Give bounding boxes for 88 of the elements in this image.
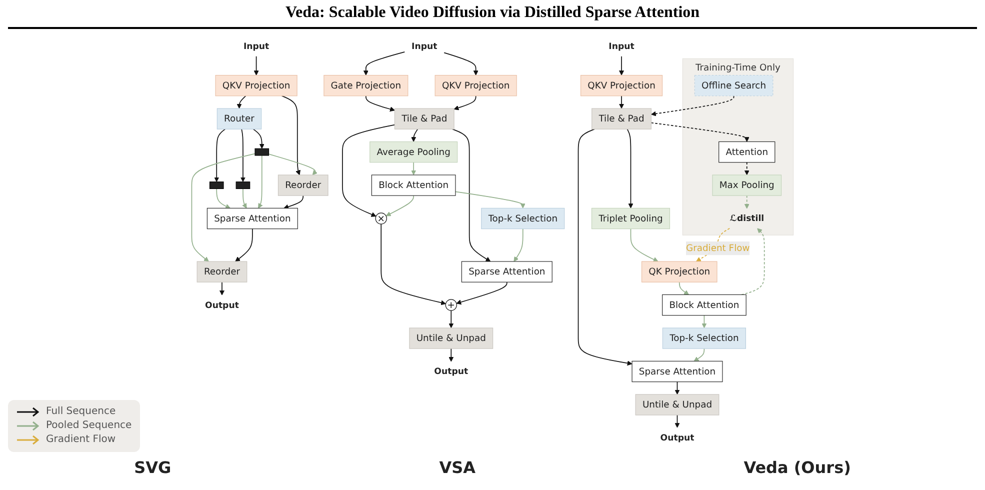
node-box: Sparse Attention: [206, 208, 298, 230]
node-box: [236, 182, 250, 189]
diagram-title: Veda: Scalable Video Diffusion via Distilled Sparse Attention: [284, 4, 701, 22]
node-box: Gate Projection: [324, 74, 408, 96]
panel-title: SVG: [134, 458, 172, 477]
node-box: Reorder: [278, 174, 328, 196]
node-text: ℒdistill: [730, 213, 764, 224]
node-box: Untile & Unpad: [635, 394, 720, 416]
arrow: [268, 154, 318, 176]
arrow: [235, 228, 253, 262]
panel-title: VSA: [439, 458, 476, 477]
arrow: [191, 153, 256, 262]
arrow: [411, 128, 418, 142]
node-text: Output: [434, 366, 468, 377]
node-box: Top-k Selection: [662, 328, 746, 349]
node-box: Triplet Pooling: [591, 208, 670, 230]
node-circle: +: [445, 299, 457, 311]
arrow: [741, 228, 765, 296]
arrow: [674, 414, 680, 428]
arrow: [650, 122, 750, 142]
node-circle: ×: [375, 212, 387, 224]
arrow: [281, 95, 300, 176]
arrow: [456, 282, 508, 305]
node-text: Input: [412, 41, 438, 52]
node-box: QKV Projection: [434, 74, 517, 96]
node-box: Tile & Pad: [394, 108, 454, 130]
node-box: QK Projection: [641, 261, 718, 282]
arrow: [744, 162, 750, 176]
node-box: [254, 148, 270, 156]
arrow: [626, 128, 634, 208]
node-box: Offline Search: [694, 74, 774, 96]
node-box: Top-k Selection: [481, 208, 565, 230]
node-text: Output: [660, 432, 694, 443]
node-box: Max Pooling: [712, 174, 782, 196]
arrow: [678, 282, 690, 295]
node-box: Sparse Attention: [632, 360, 723, 382]
arrow: [254, 56, 259, 76]
node-text: Input: [608, 41, 634, 52]
arrow: [702, 314, 707, 328]
node-box: QKV Projection: [580, 74, 663, 96]
node-box: Reorder: [196, 261, 248, 282]
arrow: [242, 188, 247, 208]
arrow: [452, 128, 491, 262]
arrow: [650, 95, 734, 116]
arrow: [694, 348, 705, 362]
arrow: [444, 52, 478, 76]
node-box: [209, 182, 224, 189]
arrow: [744, 195, 750, 209]
arrow: [630, 228, 658, 262]
node-box: Block Attention: [371, 174, 456, 196]
arrow: [258, 155, 263, 208]
arrow: [514, 228, 524, 262]
arrow: [342, 124, 396, 217]
legend-text: Pooled Sequence: [46, 419, 132, 433]
arrow: [236, 95, 246, 109]
arrow: [380, 224, 446, 306]
panel-title: Veda (Ours): [744, 458, 851, 477]
arrow: [454, 95, 476, 110]
arrow: [363, 52, 406, 76]
node-box: Untile & Unpad: [409, 328, 494, 349]
node-box: Router: [216, 108, 262, 130]
node-box: Attention: [718, 141, 776, 163]
arrow: [448, 310, 454, 328]
node-box: Sparse Attention: [461, 261, 552, 282]
arrow: [619, 95, 624, 109]
arrow: [214, 128, 226, 182]
arrow: [619, 56, 624, 76]
node-box: Block Attention: [662, 294, 746, 316]
node-box: Average Pooling: [370, 141, 458, 163]
arrow: [240, 128, 246, 182]
arrow: [219, 282, 224, 296]
arrow: [252, 128, 264, 149]
node-text: Output: [205, 300, 239, 310]
node-box: Tile & Pad: [592, 108, 652, 130]
arrow: [365, 95, 395, 112]
arrow: [455, 191, 526, 208]
node-text: Input: [243, 41, 270, 52]
arrow: [284, 195, 304, 210]
arrow: [216, 188, 230, 209]
edge-label: Gradient Flow: [686, 242, 750, 254]
arrow: [386, 195, 414, 216]
legend-text: Full Sequence: [46, 405, 116, 419]
arrow: [448, 348, 454, 362]
legend-text: Gradient Flow: [46, 433, 116, 447]
arrow: [674, 381, 680, 395]
node-box: QKV Projection: [215, 74, 298, 96]
arrow: [411, 162, 416, 176]
arrow: [578, 128, 632, 366]
